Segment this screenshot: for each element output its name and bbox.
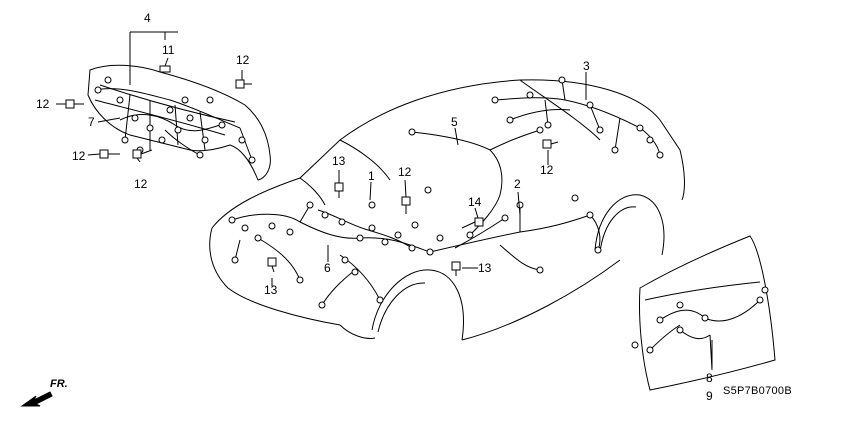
door-panel-outline xyxy=(639,236,775,390)
bolt-icon xyxy=(335,183,343,198)
callout-6: 6 xyxy=(324,261,331,275)
front-direction-arrow-icon xyxy=(22,392,52,406)
callout-7: 7 xyxy=(88,115,95,129)
callout-12: 12 xyxy=(36,97,50,111)
bolt-icon xyxy=(543,140,558,148)
bolt-icon xyxy=(402,197,410,214)
harness-connectors xyxy=(95,77,768,353)
callout-12: 12 xyxy=(72,149,86,163)
callout-9: 9 xyxy=(706,389,713,403)
callout-13: 13 xyxy=(264,283,278,297)
callout-12: 12 xyxy=(134,177,148,191)
callout-5: 5 xyxy=(451,115,458,129)
callout-12: 12 xyxy=(540,163,554,177)
callout-1: 1 xyxy=(368,169,375,183)
bolt-icons xyxy=(66,66,558,276)
bolt-icon xyxy=(462,218,483,228)
bolt-icon xyxy=(236,80,252,88)
bolt-icon xyxy=(66,100,84,108)
wire-harness-lines xyxy=(95,80,760,370)
callout-8: 8 xyxy=(706,371,713,385)
bolt-icon xyxy=(160,66,170,72)
callout-11: 11 xyxy=(162,43,175,57)
diagram-code: S5P7B0700B xyxy=(722,385,792,397)
callout-12: 12 xyxy=(398,165,412,179)
bolt-icon xyxy=(452,262,460,276)
front-direction-label: FR. xyxy=(50,378,68,390)
callout-4: 4 xyxy=(144,11,151,25)
callout-2: 2 xyxy=(514,177,521,191)
bolt-icon xyxy=(100,150,120,158)
callout-3: 3 xyxy=(583,59,590,73)
callout-14: 14 xyxy=(468,195,482,209)
callout-12: 12 xyxy=(236,53,250,67)
bolt-icon xyxy=(268,258,276,272)
callout-13: 13 xyxy=(332,154,346,168)
car-body-outline xyxy=(210,80,685,340)
leader-lines xyxy=(56,32,712,368)
callout-13: 13 xyxy=(478,261,492,275)
